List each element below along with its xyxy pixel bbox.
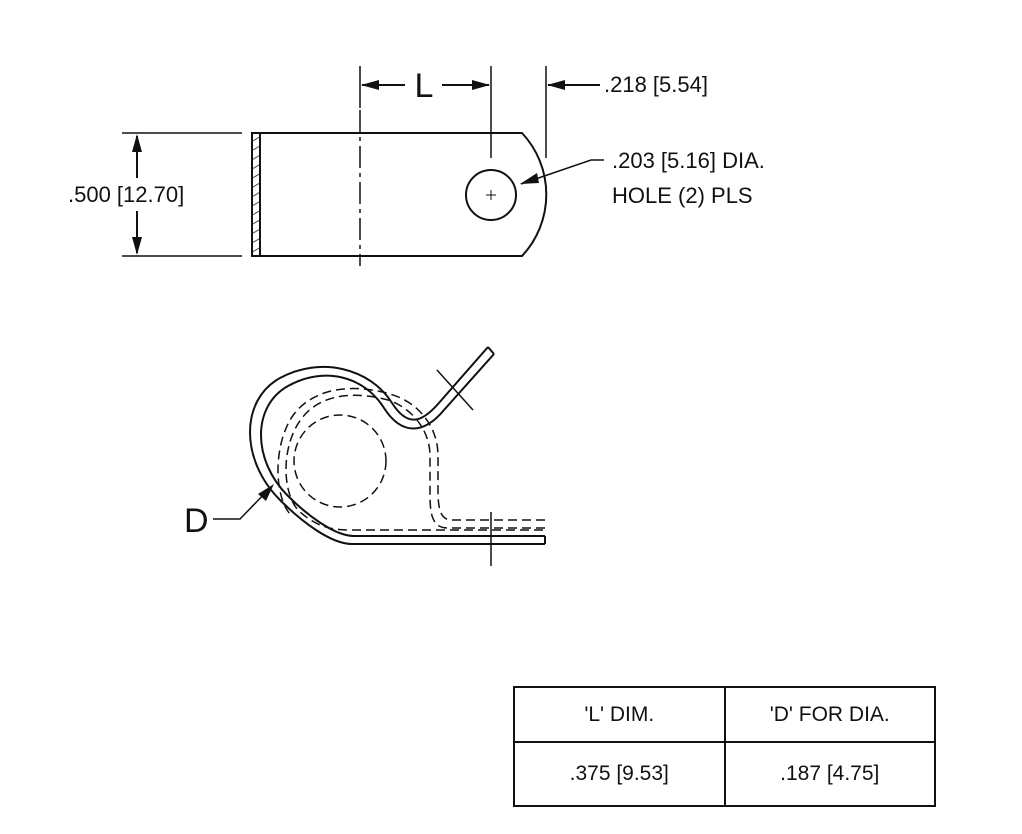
table-header-d-dia: 'D' FOR DIA. [723, 686, 936, 743]
table-header-l-dim: 'L' DIM. [513, 686, 726, 743]
diameter-marker-label: D [184, 502, 209, 540]
mounting-hole [465, 169, 517, 221]
table-cell-l-value: .375 [9.53] [513, 741, 726, 807]
arrowhead [361, 80, 379, 90]
arrowhead [132, 237, 142, 255]
hatched-edge [251, 132, 261, 257]
clamp-body-outline [260, 132, 548, 257]
top-view [122, 66, 604, 266]
hidden-clamp-outer [285, 394, 545, 531]
hole-count-label: HOLE (2) PLS [612, 183, 753, 208]
clamp-profile-inner [260, 353, 545, 537]
arrowhead [258, 484, 274, 501]
hidden-wire-circle [293, 414, 387, 508]
table-header-row: 'L' DIM. 'D' FOR DIA. [513, 686, 936, 743]
arrowhead [520, 173, 539, 184]
centerline [436, 369, 474, 411]
dimension-table: 'L' DIM. 'D' FOR DIA. .375 [9.53] .187 [… [513, 686, 936, 807]
table-cell-d-value: .187 [4.75] [723, 741, 936, 807]
arrowhead [472, 80, 490, 90]
length-marker-label: L [415, 67, 434, 105]
hidden-clamp-inner [277, 387, 545, 521]
hole-offset-label: .218 [5.54] [604, 72, 708, 97]
height-label: .500 [12.70] [68, 182, 184, 207]
side-view [213, 346, 546, 566]
hole-diameter-label: .203 [5.16] DIA. [612, 148, 765, 173]
arrowhead [132, 134, 142, 152]
clamp-profile-outer [249, 346, 545, 545]
table-row: .375 [9.53] .187 [4.75] [513, 741, 936, 807]
arrowhead [547, 80, 565, 90]
